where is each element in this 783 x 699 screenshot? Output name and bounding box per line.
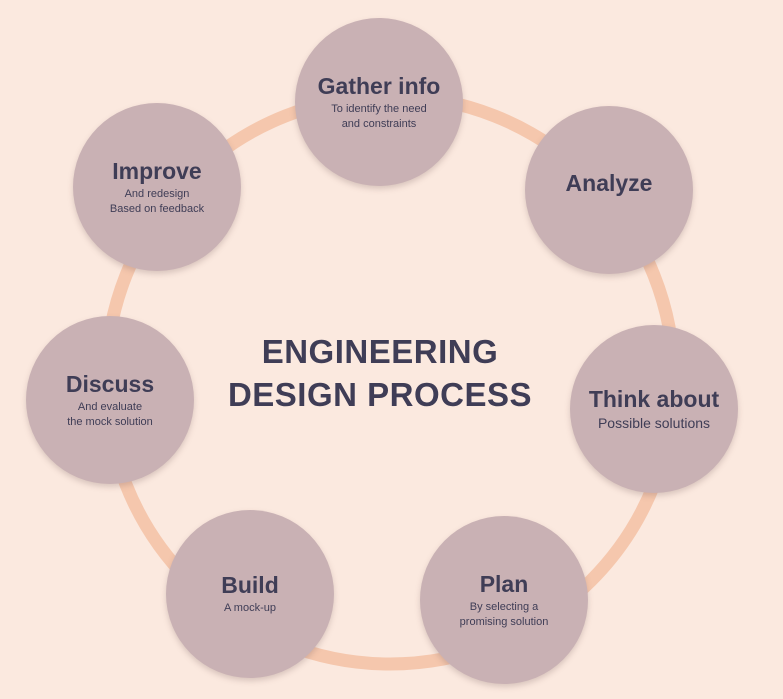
step-subtitle: To identify the need and constraints	[331, 102, 427, 130]
step-plan: Plan By selecting a promising solution	[420, 516, 588, 684]
center-title: ENGINEERING DESIGN PROCESS	[175, 330, 585, 416]
step-subtitle: A mock-up	[224, 602, 276, 614]
step-title: Build	[221, 572, 279, 598]
step-analyze: Analyze	[525, 106, 693, 274]
step-improve: Improve And redesign Based on feedback	[73, 103, 241, 271]
step-title: Think about	[588, 386, 720, 412]
step-title: Gather info	[317, 72, 441, 99]
step-title: Analyze	[565, 170, 653, 196]
step-build: Build A mock-up	[166, 510, 334, 678]
step-subtitle: By selecting a promising solution	[459, 600, 549, 628]
step-subtitle: Possible solutions	[597, 415, 711, 431]
step-discuss: Discuss And evaluate the mock solution	[26, 316, 194, 484]
step-gather-info: Gather info To identify the need and con…	[295, 18, 463, 186]
step-title: Improve	[112, 157, 202, 184]
step-title: Plan	[479, 570, 529, 597]
center-title-line-2: DESIGN PROCESS	[227, 376, 533, 413]
step-think-about: Think about Possible solutions	[570, 325, 738, 493]
center-title-line-1: ENGINEERING	[261, 333, 499, 370]
step-subtitle: And evaluate the mock solution	[67, 400, 153, 428]
step-title: Discuss	[65, 370, 155, 397]
step-subtitle: And redesign Based on feedback	[109, 187, 205, 215]
